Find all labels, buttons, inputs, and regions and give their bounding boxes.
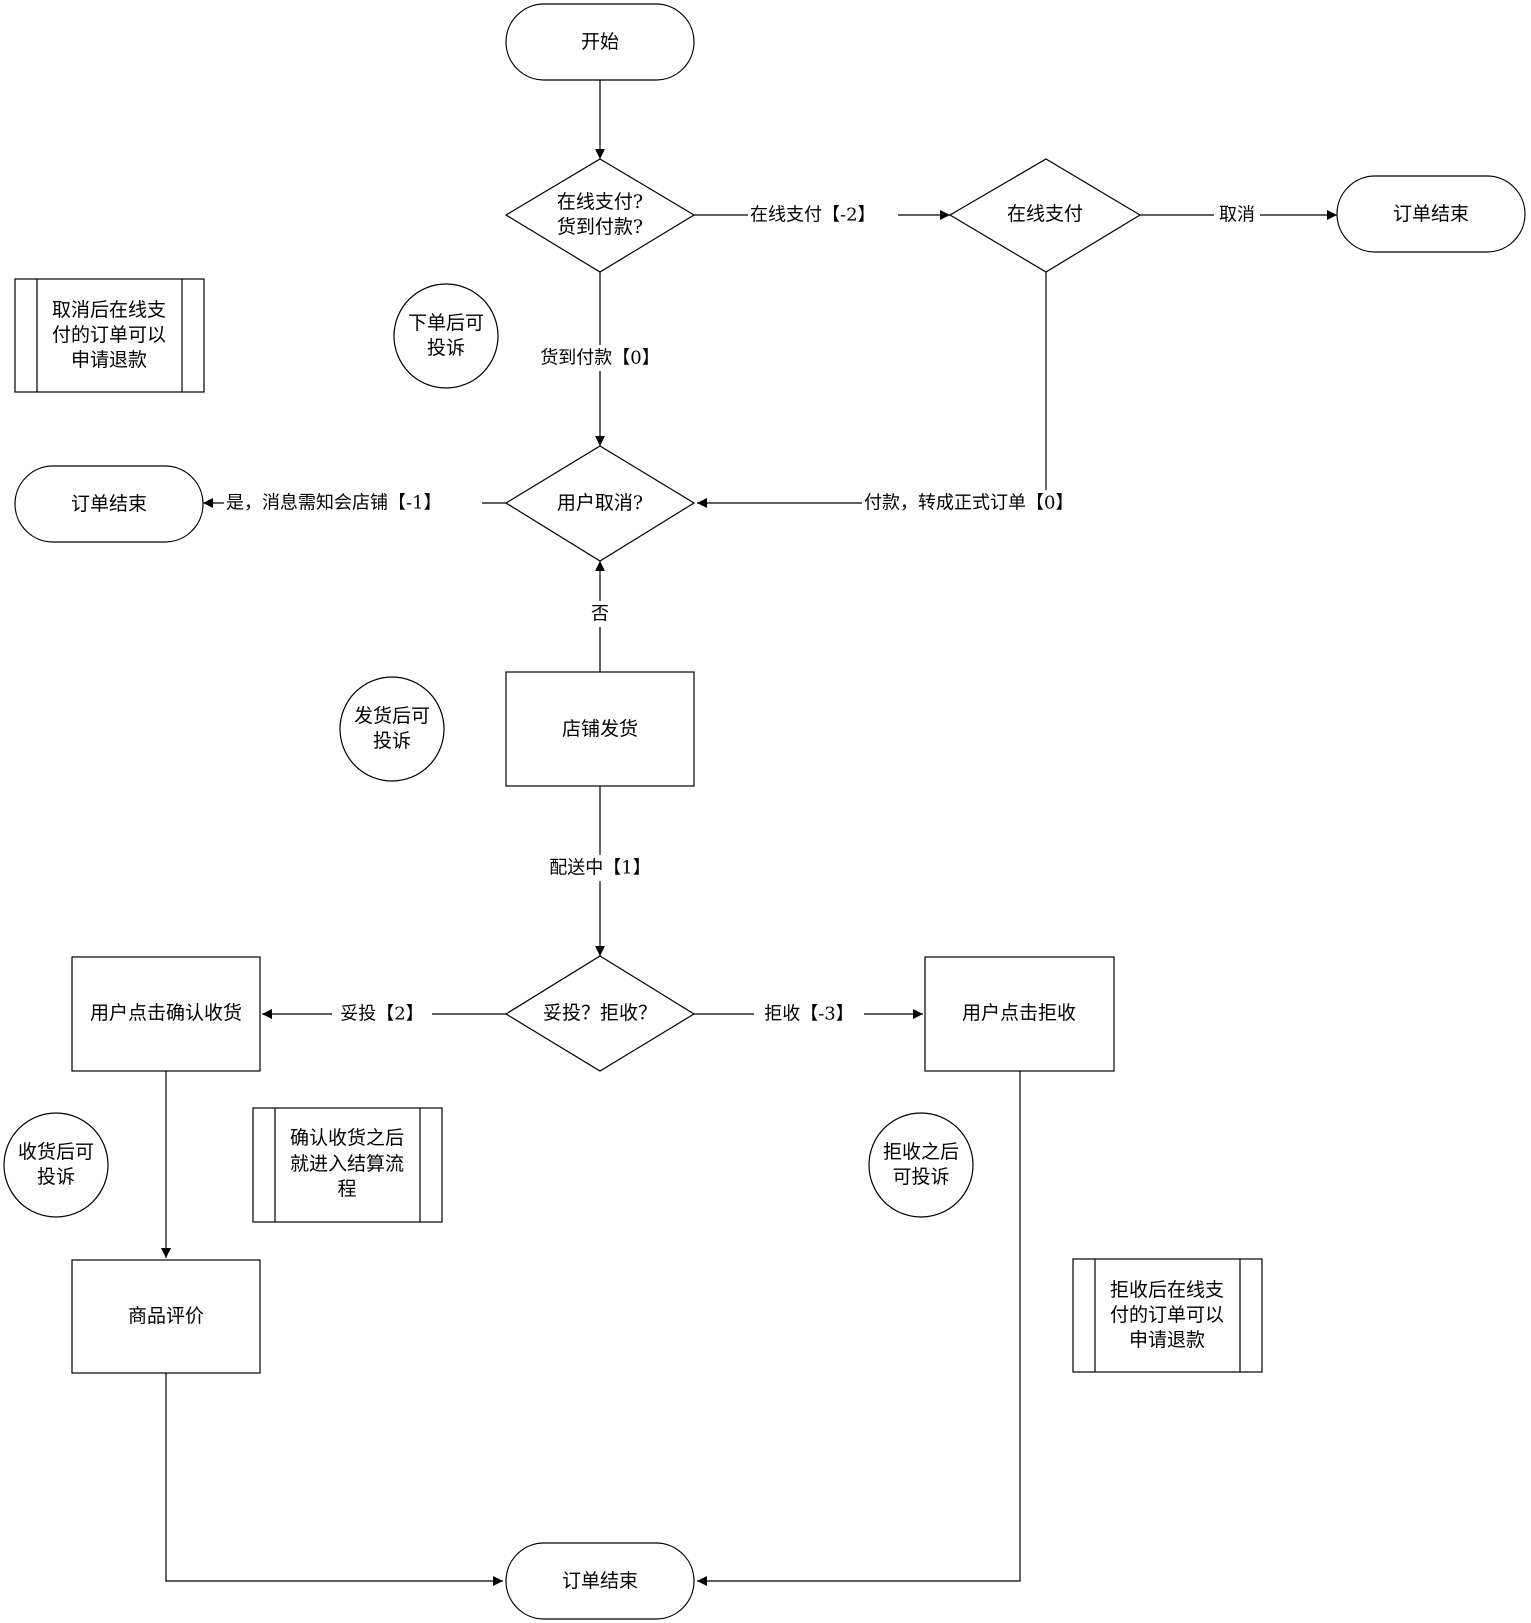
order-end-left-label: 订单结束 <box>71 493 147 515</box>
terminator-order-end-left: 订单结束 <box>14 465 204 543</box>
edge-labels: 在线支付【-2】 取消 货到付款【0】 付款，转成正式订单【0】 是，消息需知会… <box>224 202 1260 1027</box>
process-user-confirm: 用户点击确认收货 <box>71 956 261 1072</box>
online-payment-label: 在线支付 <box>1007 203 1083 225</box>
edge-label-cod: 货到付款【0】 <box>540 348 659 369</box>
order-end-top-label: 订单结束 <box>1393 203 1469 225</box>
delivery-choice-label: 妥投？拒收？ <box>543 1002 657 1024</box>
user-reject-label: 用户点击拒收 <box>962 1002 1076 1024</box>
terminator-start: 开始 <box>505 3 695 81</box>
decision-user-cancel: 用户取消? <box>504 445 696 562</box>
complain-after-receive-line-1: 收货后可 <box>18 1141 94 1163</box>
note-settlement: 确认收货之后 就进入结算流 程 <box>252 1107 443 1223</box>
edge-reject-to-end <box>697 1071 1021 1586</box>
circle-complain-after-reject: 拒收之后 可投诉 <box>868 1112 974 1218</box>
shop-ship-label: 店铺发货 <box>562 718 638 740</box>
complain-after-reject-line-1: 拒收之后 <box>883 1141 959 1163</box>
note-settlement-line-2: 就进入结算流 <box>290 1153 404 1175</box>
edge-label-delivered: 妥投【2】 <box>340 1004 423 1025</box>
user-cancel-label: 用户取消? <box>557 492 643 514</box>
note-reject-refund-line-3: 申请退款 <box>1129 1329 1205 1351</box>
decision-delivery: 妥投？拒收？ <box>504 955 696 1072</box>
note-cancel-refund-line-3: 申请退款 <box>71 349 147 371</box>
edge-paid-formal <box>697 272 1047 508</box>
start-label: 开始 <box>581 31 619 53</box>
circle-complain-after-ship: 发货后可 投诉 <box>339 676 445 782</box>
note-cancel-refund-line-2: 付的订单可以 <box>52 324 166 346</box>
edge-label-no: 否 <box>591 604 609 625</box>
note-cancel-refund-line-1: 取消后在线支 <box>52 299 166 321</box>
circle-complain-after-order: 下单后可 投诉 <box>393 283 499 389</box>
payment-choice-line-2: 货到付款? <box>557 216 643 238</box>
complain-after-ship-line-1: 发货后可 <box>354 705 430 727</box>
edge-label-yes-notify: 是，消息需知会店铺【-1】 <box>226 493 442 514</box>
note-cancel-refund: 取消后在线支 付的订单可以 申请退款 <box>14 278 205 393</box>
edge-review-to-end <box>165 1373 503 1586</box>
edge-label-cancel: 取消 <box>1219 205 1255 226</box>
circle-complain-after-receive: 收货后可 投诉 <box>3 1112 109 1218</box>
complain-after-order-line-2: 投诉 <box>427 337 465 359</box>
complain-after-order-line-1: 下单后可 <box>408 312 484 334</box>
edge-label-rejected: 拒收【-3】 <box>764 1004 854 1025</box>
process-product-review: 商品评价 <box>71 1259 261 1374</box>
complain-after-reject-line-2: 可投诉 <box>892 1166 949 1188</box>
note-reject-refund-line-1: 拒收后在线支 <box>1110 1279 1224 1301</box>
product-review-label: 商品评价 <box>128 1305 204 1327</box>
process-shop-ship: 店铺发货 <box>505 671 695 787</box>
decision-online-payment: 在线支付 <box>948 158 1142 273</box>
note-reject-refund: 拒收后在线支 付的订单可以 申请退款 <box>1072 1258 1263 1373</box>
note-reject-refund-line-2: 付的订单可以 <box>1110 1304 1224 1326</box>
payment-choice-line-1: 在线支付? <box>557 191 643 213</box>
decision-payment-choice: 在线支付? 货到付款? <box>504 158 696 273</box>
terminator-order-end-top: 订单结束 <box>1336 175 1526 253</box>
edge-label-delivering: 配送中【1】 <box>549 858 650 879</box>
user-confirm-label: 用户点击确认收货 <box>90 1002 242 1024</box>
note-settlement-line-1: 确认收货之后 <box>290 1127 404 1149</box>
complain-after-receive-line-2: 投诉 <box>37 1166 75 1188</box>
edge-label-online-pay: 在线支付【-2】 <box>750 205 876 226</box>
process-user-reject: 用户点击拒收 <box>924 956 1115 1072</box>
terminator-order-end-bottom: 订单结束 <box>505 1542 695 1620</box>
note-settlement-line-3: 程 <box>337 1178 356 1200</box>
complain-after-ship-line-2: 投诉 <box>373 730 411 752</box>
order-end-bottom-label: 订单结束 <box>562 1570 638 1592</box>
edge-label-paid-formal: 付款，转成正式订单【0】 <box>864 493 1073 514</box>
